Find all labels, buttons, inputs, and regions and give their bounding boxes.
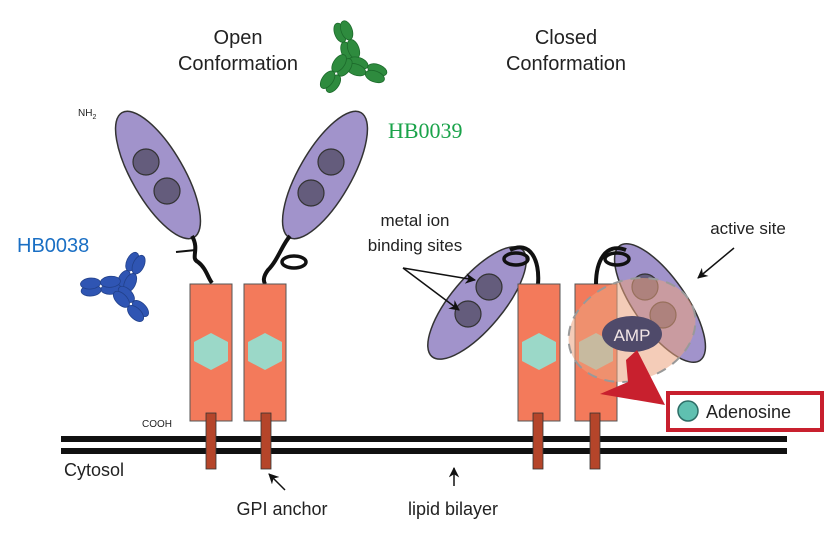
open-title-line2: Conformation bbox=[178, 53, 298, 75]
active-site-label: active site bbox=[710, 219, 786, 238]
open-right-domain bbox=[281, 110, 369, 240]
cooh-label: COOH bbox=[142, 419, 172, 430]
open-title-line1: Open bbox=[214, 27, 263, 49]
amp-label: AMP bbox=[614, 326, 651, 345]
gpi-anchor-bar bbox=[589, 412, 601, 470]
closed-title-line2: Conformation bbox=[506, 53, 626, 75]
lipid-bilayer bbox=[61, 436, 787, 454]
hexagon-icon bbox=[248, 333, 282, 370]
hexagon-icon bbox=[522, 333, 556, 370]
antibody-hb0039-label: HB0039 bbox=[388, 118, 463, 143]
open-right-linker bbox=[261, 234, 292, 285]
conversion-arrow-icon bbox=[600, 350, 665, 405]
closed-title-line1: Closed bbox=[535, 27, 597, 49]
closed-dimer: AMP bbox=[427, 243, 707, 470]
arrow-icon bbox=[268, 473, 286, 491]
arrow-icon bbox=[697, 247, 735, 279]
open-left-domain bbox=[114, 110, 202, 240]
lipid-bilayer-label: lipid bilayer bbox=[408, 499, 498, 519]
metal-ion-label-line2: binding sites bbox=[368, 236, 463, 255]
amp-molecule bbox=[602, 316, 662, 352]
adenosine-dot-icon bbox=[677, 400, 699, 422]
gpi-anchor-bar bbox=[260, 412, 272, 470]
gpi-anchor-bar bbox=[532, 412, 544, 470]
antibody-hb0038-label: HB0038 bbox=[17, 235, 89, 257]
open-left-linker bbox=[190, 235, 214, 285]
antibody-hb0038-icon bbox=[79, 249, 152, 325]
adenosine-label: Adenosine bbox=[706, 402, 791, 422]
arrow-icon bbox=[402, 267, 477, 284]
metal-ion-label-line1: metal ion bbox=[381, 211, 450, 230]
antibody-hb0039-icon bbox=[316, 18, 390, 96]
gpi-anchor-label: GPI anchor bbox=[236, 499, 327, 519]
arrow-icon bbox=[402, 267, 460, 311]
cytosol-label: Cytosol bbox=[64, 460, 124, 480]
open-dimer bbox=[114, 110, 369, 470]
nh2-label: NH2 bbox=[78, 108, 96, 121]
gpi-anchor-bar bbox=[205, 412, 217, 470]
adenosine-box: Adenosine bbox=[666, 391, 824, 432]
hexagon-icon bbox=[194, 333, 228, 370]
